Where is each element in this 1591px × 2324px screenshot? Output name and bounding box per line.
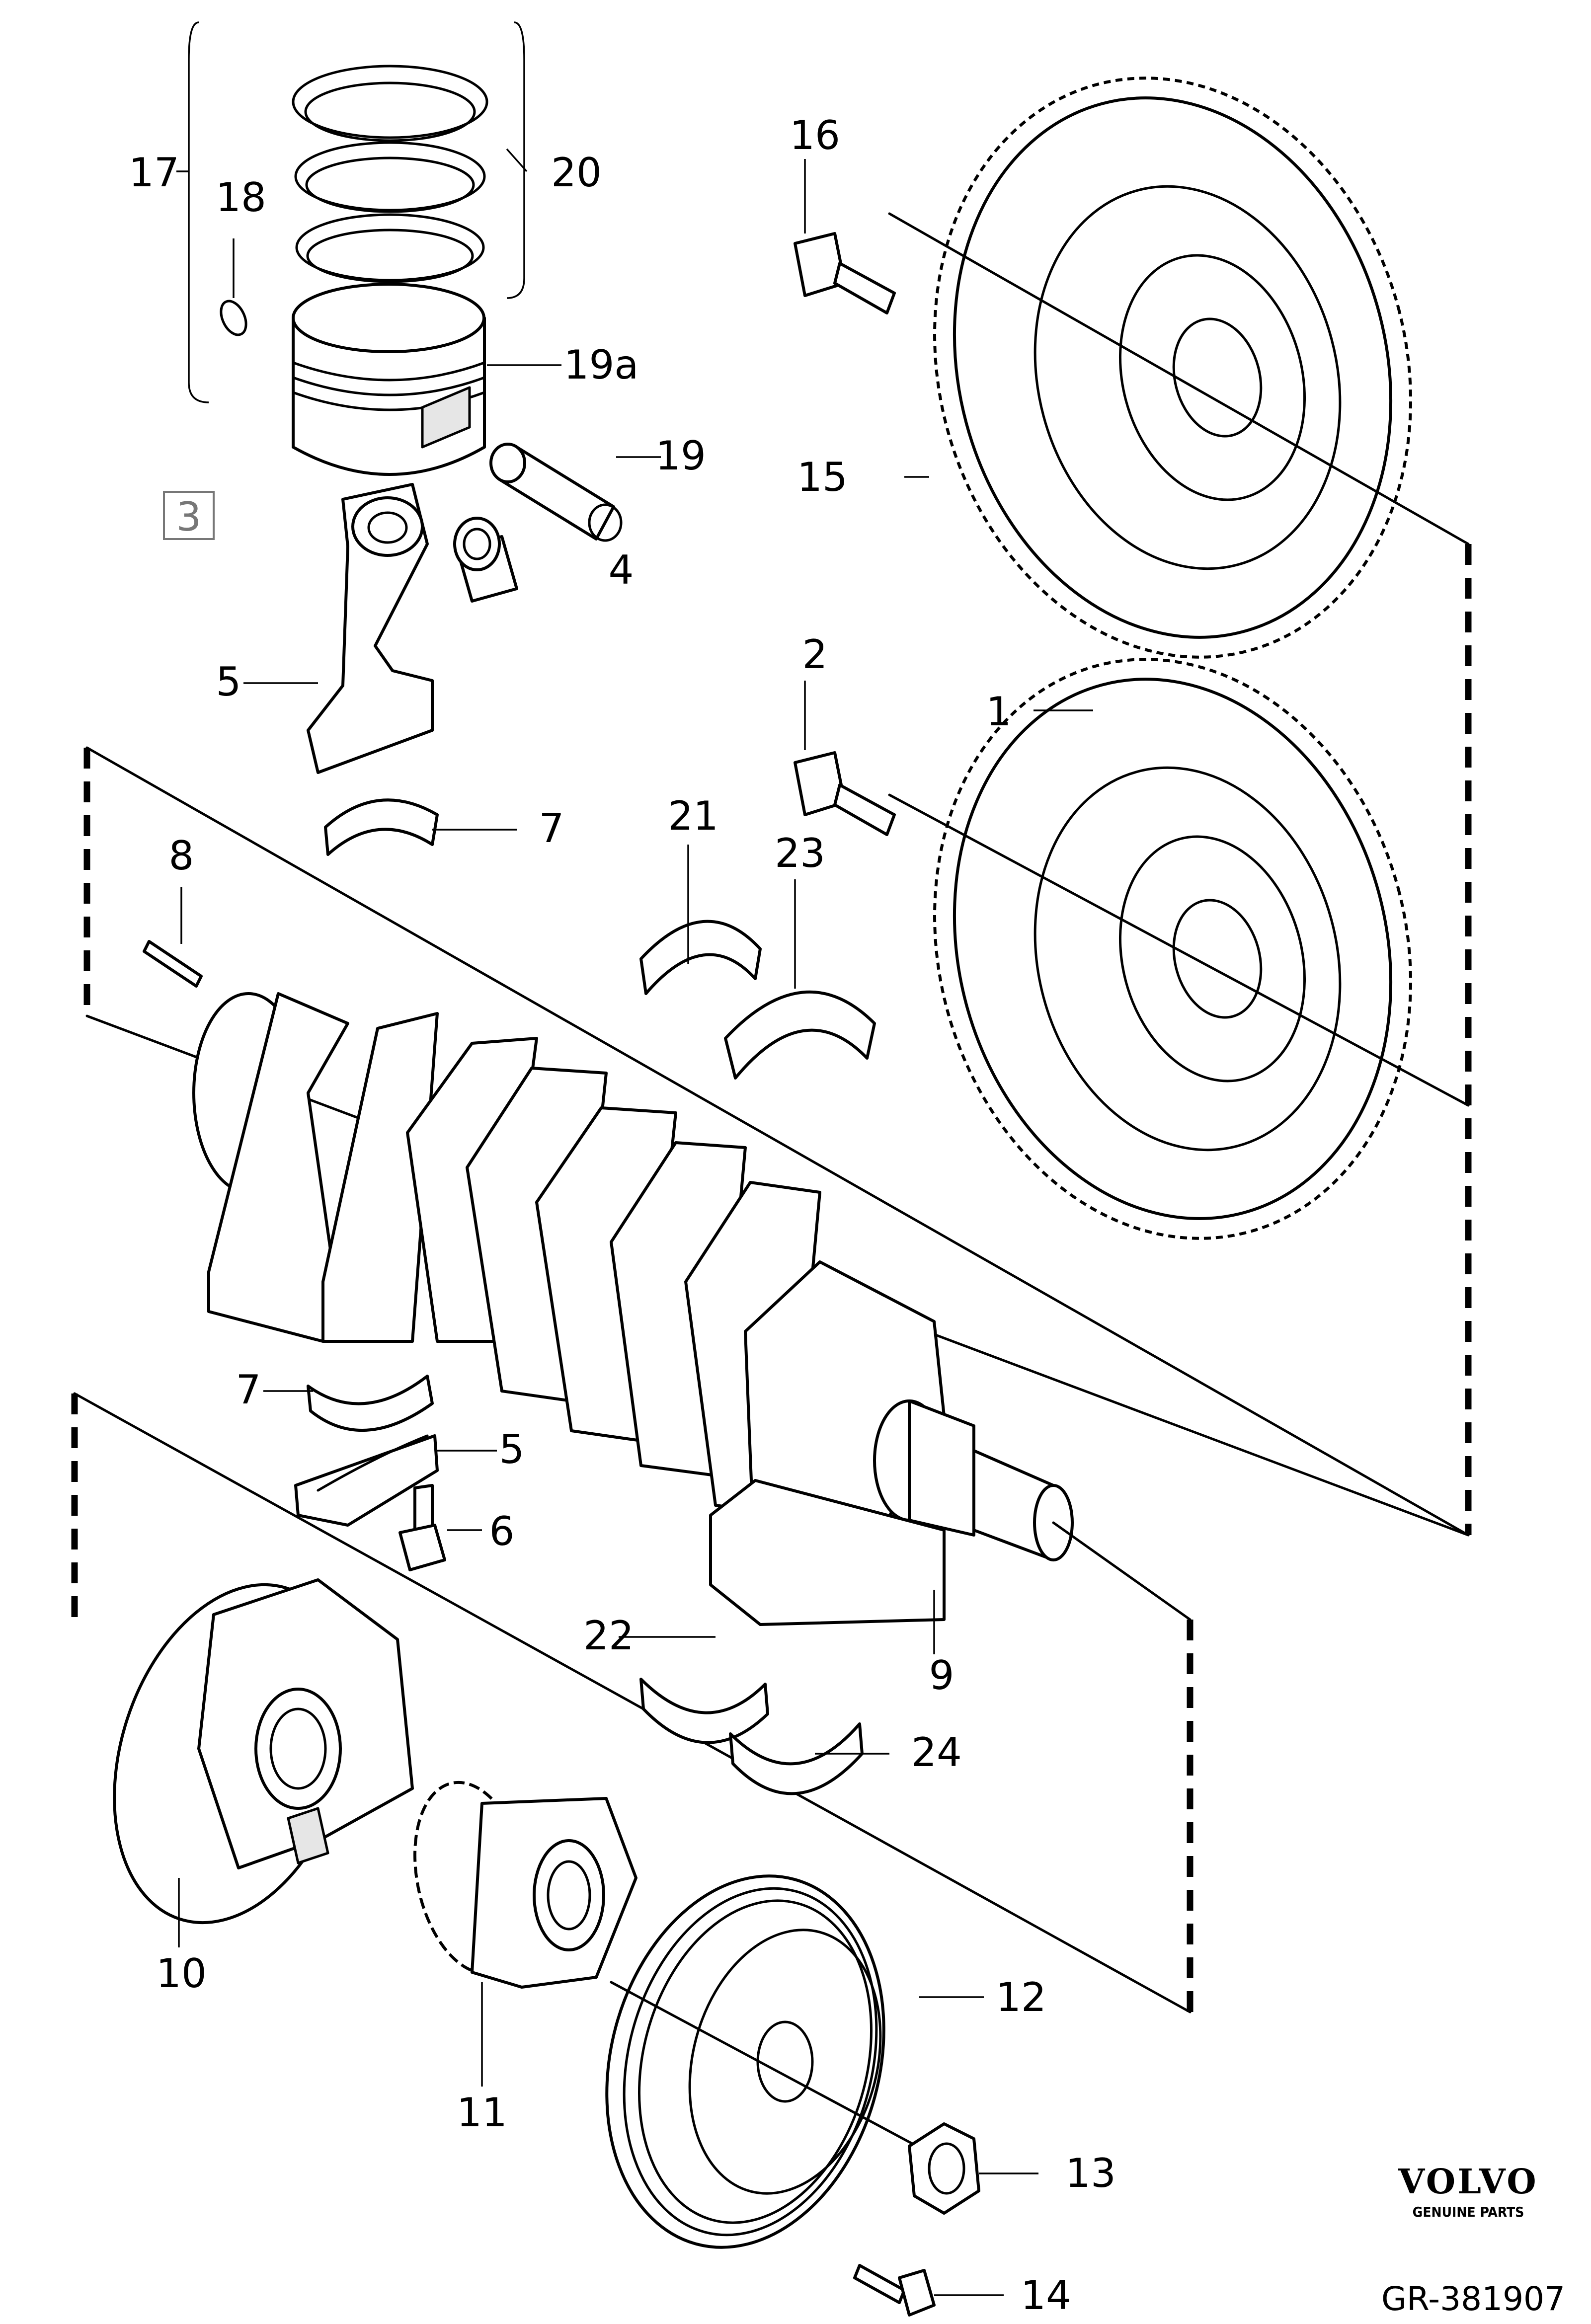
leader-lines <box>176 21 1093 2296</box>
cap-bolt <box>398 1484 446 1571</box>
brand-block: VOLVO GENUINE PARTS GR-381907 <box>1381 2162 1565 2318</box>
callout-17: 17 <box>129 150 179 196</box>
section-reference-box: 3 <box>163 491 215 540</box>
flywheel-bolt-lower <box>794 751 896 836</box>
callout-18: 18 <box>216 174 266 221</box>
callout-21: 21 <box>668 793 718 839</box>
main-bearing-upper <box>724 990 876 1080</box>
callout-9: 9 <box>929 1652 955 1699</box>
pulley-nut <box>908 2122 980 2215</box>
callout-16: 16 <box>790 112 840 158</box>
callout-7-lower: 7 <box>236 1367 261 1413</box>
rod-bushing <box>453 517 518 603</box>
callout-22: 22 <box>583 1613 634 1659</box>
flywheel-lower <box>888 658 1470 1240</box>
callout-4: 4 <box>609 547 634 593</box>
connecting-rod <box>307 483 434 774</box>
snap-ring <box>220 300 247 336</box>
callout-15: 15 <box>797 454 848 500</box>
thrust-bearing-lower <box>639 1678 769 1744</box>
oil-pump-cover <box>113 1578 414 1925</box>
callout-19: 19 <box>655 433 706 479</box>
pulley-bolt <box>853 2264 936 2317</box>
piston-rings <box>292 65 488 283</box>
rod-bearing-upper <box>324 798 439 856</box>
callout-10: 10 <box>156 1950 207 1997</box>
flywheel-bolt-upper <box>794 232 896 314</box>
callout-12: 12 <box>996 1974 1046 2020</box>
brand-logo: VOLVO <box>1398 2162 1538 2202</box>
piston <box>292 283 486 476</box>
thrust-bearing-upper <box>639 920 762 995</box>
crankshaft <box>192 992 1192 1626</box>
callout-11: 11 <box>457 2090 507 2136</box>
callout-5-upper: 5 <box>216 659 241 705</box>
callout-13: 13 <box>1065 2150 1116 2196</box>
callout-7-upper: 7 <box>539 805 564 852</box>
callout-8: 8 <box>169 833 194 879</box>
rod-bearing-lower <box>307 1375 434 1432</box>
flywheel-upper <box>888 77 1470 659</box>
callout-24: 24 <box>911 1729 962 1776</box>
dowel-pin <box>143 940 203 988</box>
callout-14: 14 <box>1021 2272 1071 2319</box>
section-box-label: 3 <box>176 494 202 540</box>
callout-20: 20 <box>551 150 602 196</box>
callout-2: 2 <box>802 631 828 678</box>
assembly-frame-lower <box>71 1392 1193 2014</box>
piston-pin <box>489 443 623 542</box>
callout-labels: 1 2 4 5 5 6 7 7 8 9 10 11 12 13 14 15 16… <box>129 112 1116 2319</box>
callout-23: 23 <box>775 830 825 876</box>
main-bearing-lower <box>729 1722 864 1795</box>
rod-cap-lower <box>294 1434 439 1527</box>
crankshaft-gear <box>413 1781 637 1989</box>
reference-code: GR-381907 <box>1381 2280 1565 2318</box>
brand-subtitle: GENUINE PARTS <box>1413 2204 1524 2220</box>
callout-1: 1 <box>986 689 1012 735</box>
callout-5-lower: 5 <box>499 1426 525 1472</box>
callout-19a: 19a <box>564 342 639 388</box>
callout-6: 6 <box>489 1508 515 1554</box>
crankshaft-pulley <box>605 1874 955 2249</box>
